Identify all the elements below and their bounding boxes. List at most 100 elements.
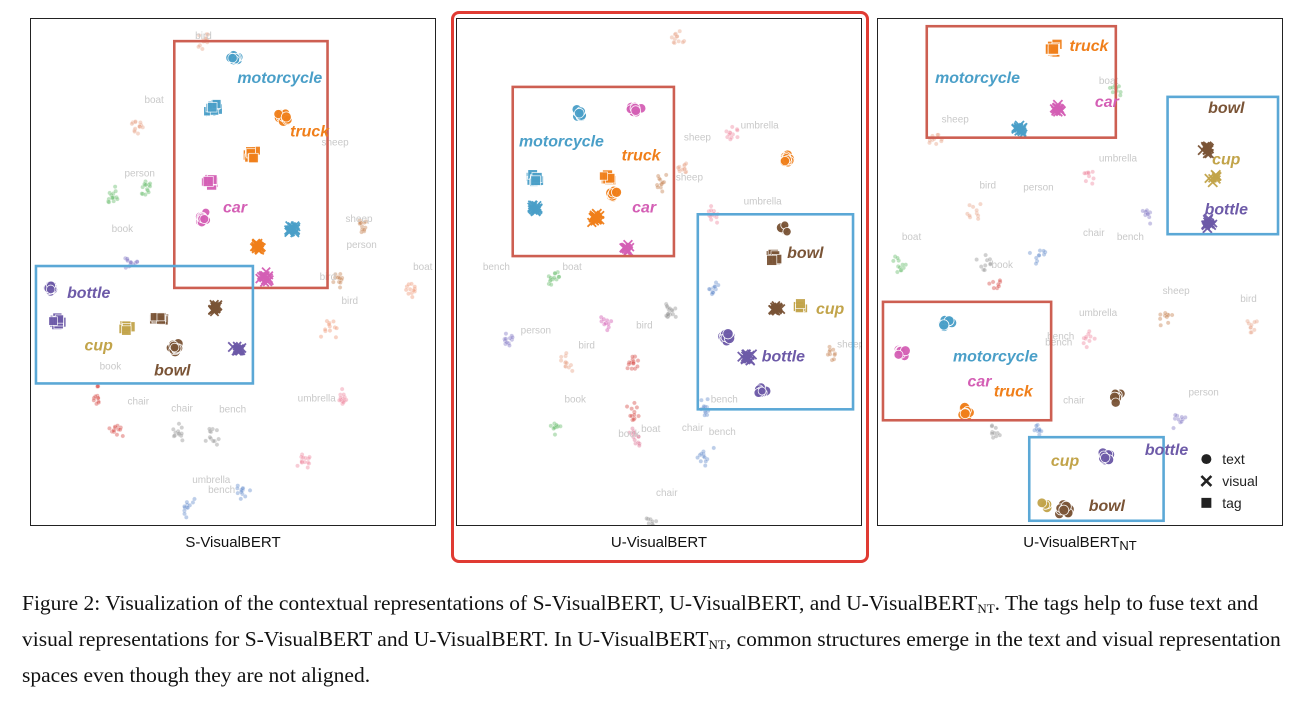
cluster-person-circle bbox=[1171, 412, 1188, 431]
cluster-truck-circle bbox=[273, 108, 293, 127]
cluster-bench-circle bbox=[706, 280, 721, 297]
label-chair: chair bbox=[1083, 228, 1105, 239]
cluster-bird-circle bbox=[1245, 318, 1260, 335]
label-chair: chair bbox=[128, 396, 150, 407]
cluster-bottle-x bbox=[737, 349, 758, 366]
label-boat: boat bbox=[562, 262, 582, 273]
cluster-umbrella-circle bbox=[295, 452, 312, 470]
label-umbrella: umbrella bbox=[298, 393, 337, 404]
cluster-bowl-square bbox=[149, 311, 170, 326]
cluster-cup-x bbox=[1204, 169, 1222, 188]
label-truck: truck bbox=[994, 383, 1034, 400]
cluster-sheep-circle bbox=[927, 132, 945, 147]
label-bench: bench bbox=[1045, 338, 1072, 349]
cluster-car-circle bbox=[195, 207, 211, 228]
tableware-box bbox=[34, 264, 255, 385]
label-umbrella: umbrella bbox=[744, 196, 783, 207]
label-cup: cup bbox=[1212, 152, 1241, 169]
selected-panel-highlight bbox=[451, 11, 869, 563]
label-truck: truck bbox=[1070, 38, 1110, 55]
svg-text:visual: visual bbox=[1222, 473, 1258, 489]
cluster-boat-circle bbox=[548, 421, 563, 437]
label-bowl: bowl bbox=[1208, 100, 1245, 117]
cluster-umbrella-circle bbox=[1082, 169, 1096, 186]
label-bird: bird bbox=[195, 31, 212, 42]
vehicle-box bbox=[511, 85, 676, 258]
label-truck: truck bbox=[290, 124, 330, 141]
label-bird: bird bbox=[1240, 294, 1257, 305]
cluster-bird-circle bbox=[558, 350, 575, 374]
cluster-bench-circle bbox=[695, 445, 717, 468]
cluster-sheep-circle bbox=[825, 344, 838, 363]
cluster-bottle-circle bbox=[42, 280, 59, 297]
cluster-boat-circle bbox=[105, 184, 120, 205]
label-bowl: bowl bbox=[787, 245, 824, 262]
label-umbrella: umbrella bbox=[1079, 308, 1118, 319]
label-car: car bbox=[632, 199, 657, 216]
cluster-person-circle bbox=[1140, 207, 1153, 226]
cluster-sheep-circle bbox=[330, 271, 345, 290]
cluster-car-x bbox=[619, 239, 635, 257]
label-boat: boat bbox=[413, 262, 433, 273]
cluster-bird-circle bbox=[129, 119, 146, 136]
cluster-car-x bbox=[1049, 99, 1067, 117]
label-bench: bench bbox=[709, 427, 736, 438]
cluster-truck-x bbox=[586, 208, 605, 228]
cluster-boat-circle bbox=[139, 179, 153, 198]
cluster-bird-circle bbox=[318, 318, 340, 340]
label-sheep: sheep bbox=[942, 115, 970, 126]
label-chair: chair bbox=[656, 488, 678, 499]
cluster-person-circle bbox=[502, 331, 515, 348]
cluster-chair-circle bbox=[644, 516, 659, 525]
label-bird: bird bbox=[578, 341, 595, 352]
cluster-motorcycle-x bbox=[527, 200, 543, 217]
cluster-car-x bbox=[255, 266, 274, 288]
label-person: person bbox=[521, 326, 551, 337]
cluster-car-circle bbox=[625, 101, 647, 118]
label-motorcycle: motorcycle bbox=[953, 349, 1038, 366]
scatter-clusters bbox=[502, 28, 838, 525]
cluster-bottle-circle bbox=[753, 382, 772, 398]
label-person: person bbox=[1023, 182, 1053, 193]
label-motorcycle: motorcycle bbox=[237, 70, 322, 87]
legend-visual: visual bbox=[1200, 473, 1258, 489]
panel-label-u-visualbert-nt: U-VisualBERTNT bbox=[1023, 534, 1137, 553]
label-car: car bbox=[968, 373, 993, 390]
label-sheep: sheep bbox=[322, 138, 350, 149]
cluster-truck-square bbox=[242, 146, 261, 164]
cluster-bench-circle bbox=[1027, 248, 1048, 267]
cluster-book-circle bbox=[627, 426, 642, 449]
cluster-truck-circle bbox=[779, 149, 795, 168]
cluster-motorcycle-x bbox=[1011, 120, 1028, 139]
cluster-chair-circle bbox=[663, 301, 679, 320]
scatter-clusters bbox=[42, 31, 418, 520]
label-car: car bbox=[1095, 94, 1120, 111]
cluster-motorcycle-circle bbox=[571, 104, 587, 122]
figure-caption: Figure 2: Visualization of the contextua… bbox=[22, 591, 1281, 687]
cluster-truck-square bbox=[599, 169, 617, 186]
cluster-bowl-circle bbox=[165, 338, 184, 358]
label-bench: bench bbox=[208, 485, 235, 496]
label-umbrella: umbrella bbox=[1099, 154, 1138, 165]
cluster-bowl-circle bbox=[1054, 499, 1075, 520]
cluster-motorcycle-circle bbox=[225, 50, 244, 66]
label-book: book bbox=[564, 394, 586, 405]
label-chair: chair bbox=[1063, 395, 1085, 406]
label-book: book bbox=[991, 260, 1013, 271]
cluster-truck-circle bbox=[605, 185, 622, 203]
cluster-bird-circle bbox=[669, 28, 687, 46]
label-book: book bbox=[618, 429, 640, 440]
svg-text:text: text bbox=[1222, 451, 1245, 467]
label-truck: truck bbox=[622, 148, 662, 165]
cluster-umbrella-circle bbox=[1081, 328, 1098, 350]
tableware-box bbox=[1166, 95, 1280, 236]
label-bird: bird bbox=[636, 321, 653, 332]
cluster-chair-circle bbox=[203, 426, 222, 448]
label-sheep: sheep bbox=[345, 214, 373, 225]
